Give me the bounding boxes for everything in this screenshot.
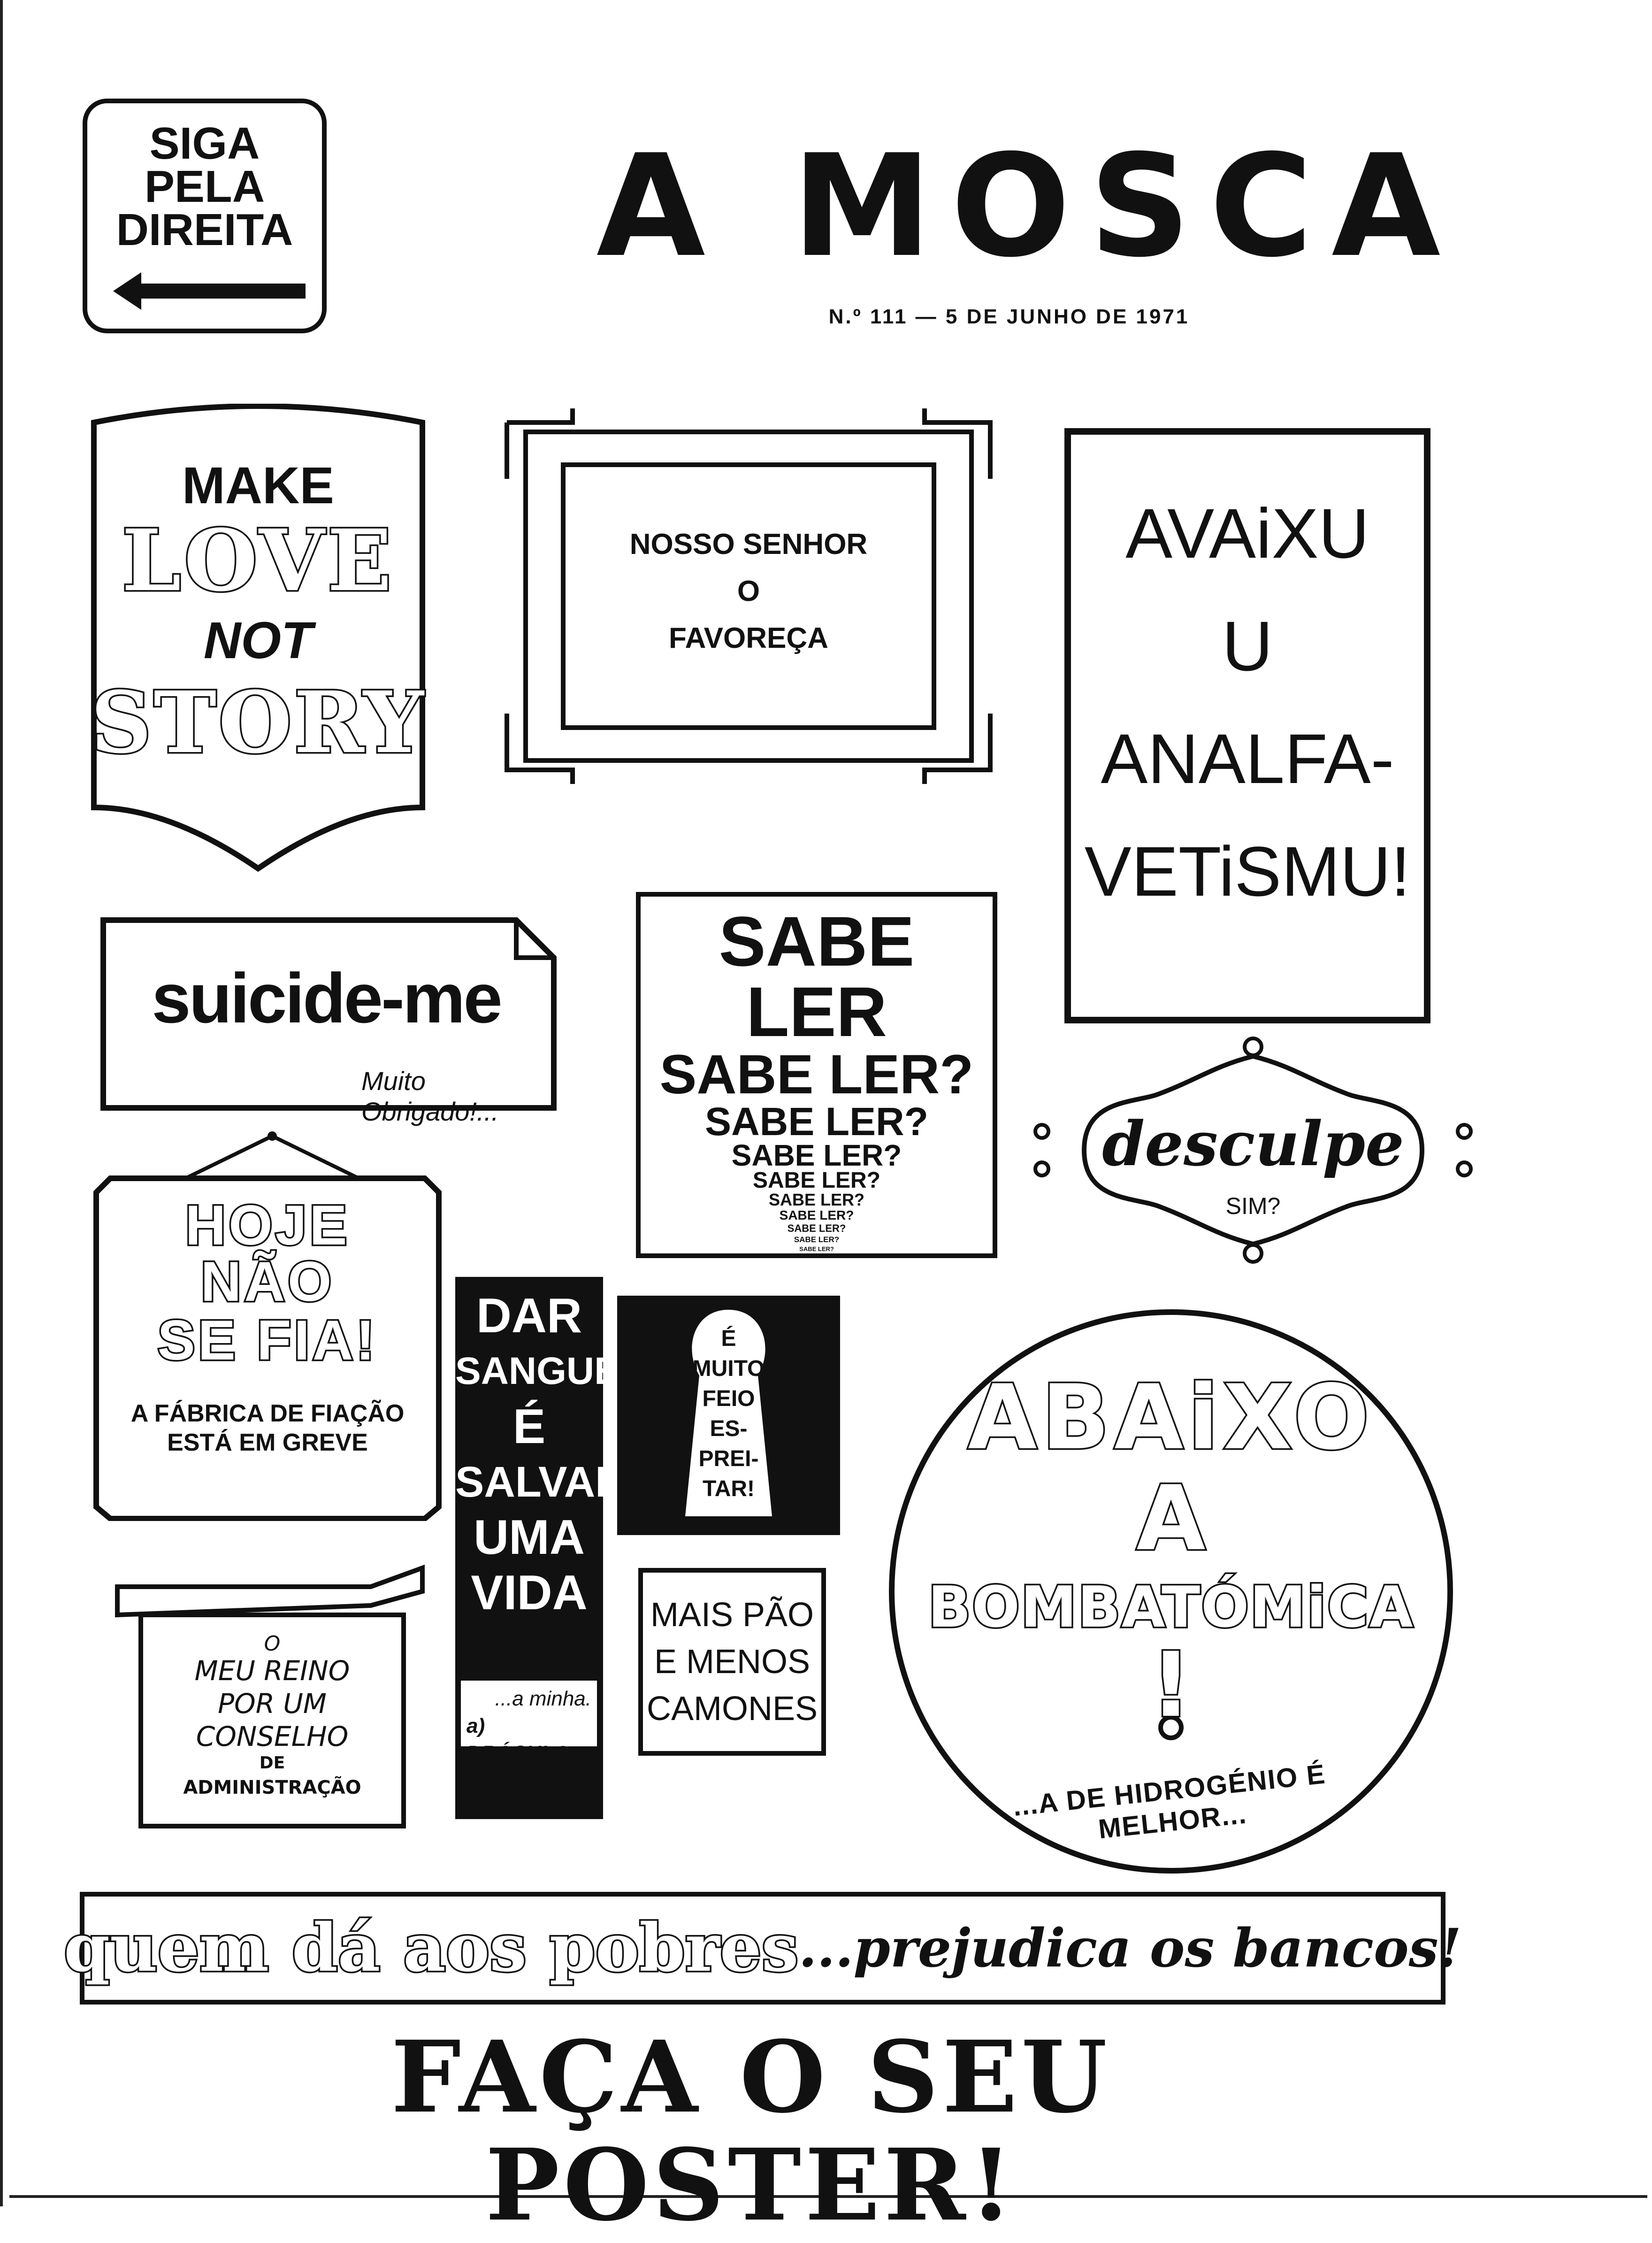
sign-desculpe: desculpe SIM? — [1028, 1033, 1478, 1267]
pao-line-2: E MENOS — [654, 1643, 811, 1681]
sabe-line-3: SABE LER? — [704, 1099, 929, 1144]
reino-line-5: DE — [259, 1753, 285, 1773]
avaixu-line-1: AVAiXU — [1125, 494, 1369, 573]
espreitar-line-6: TAR! — [702, 1476, 755, 1501]
sign-make-love: MAKE LOVE NOT STORY — [84, 404, 432, 873]
sabe-line-7: SABE LER? — [779, 1208, 854, 1222]
banner-quem-da-aos-pobres: quem dá aos pobres ...prejudica os banco… — [62, 1892, 1461, 2005]
story-text: STORY — [89, 673, 426, 772]
pao-line-3: CAMONES — [646, 1690, 818, 1728]
avaixu-line-2: U — [1222, 607, 1273, 685]
dar-line-5: UMA — [474, 1510, 585, 1565]
sabe-line-9: SABE LER? — [794, 1235, 840, 1244]
hoje-note-2: ESTÁ EM GREVE — [167, 1429, 368, 1456]
sabe-line-10: SABE LER? — [799, 1245, 834, 1252]
reino-line-6: ADMINISTRAÇÃO — [183, 1777, 361, 1798]
banner-left-text: quem dá aos pobres — [62, 1908, 800, 1989]
sign-dar-sangue: DAR SANGUE É SALVAR UMA VIDA ...a minha.… — [455, 1277, 627, 1819]
circle-frame — [889, 1309, 1453, 1874]
avaixu-line-4: VETiSMU! — [1084, 832, 1411, 911]
dar-sig-1: ...a minha. — [495, 1687, 591, 1710]
abaixo-mark: ! — [1149, 1633, 1193, 1737]
siga-line-3: DIREITA — [116, 205, 293, 255]
hoje-line-1: HOJE — [184, 1194, 350, 1257]
sign-sabe-ler: SABE LER SABE LER? SABE LER? SABE LER? S… — [636, 892, 997, 1258]
dar-line-1: DAR — [476, 1289, 582, 1343]
abaixo-line-2: A — [1135, 1467, 1207, 1570]
abaixo-line-1: ABAiXO — [966, 1364, 1374, 1471]
reino-line-1: O — [264, 1632, 281, 1656]
footer-headline: FAÇA O SEU POSTER! — [391, 2019, 1111, 2243]
reino-line-3: POR UM — [218, 1688, 327, 1720]
sign-mais-pao: MAIS PÃO E MENOS CAMONES — [638, 1568, 826, 1756]
left-page-edge — [0, 0, 3, 2206]
desculpe-text: desculpe — [1102, 1108, 1404, 1180]
espreitar-line-3: FEIO — [702, 1386, 755, 1411]
nosso-line-2: O — [737, 575, 760, 607]
scroll-frame — [1033, 1037, 1473, 1264]
avaixu-line-3: ANALFA- — [1101, 719, 1394, 798]
sign-abaixo-bombatomica: ABAiXO A BOMBATÓMiCA ! ...A DE HIDROGÉNI… — [882, 1305, 1460, 1878]
espreitar-line-1: É — [721, 1326, 736, 1351]
siga-line-1: SIGA — [149, 118, 260, 169]
sign-suicide-me: suicide-me Muito Obrigado!... — [99, 915, 558, 1126]
dar-line-6: VIDA — [471, 1566, 588, 1620]
nosso-line-1: NOSSO SENHOR — [629, 528, 868, 561]
sabe-line-6: SABE LER? — [768, 1190, 864, 1209]
espreitar-line-4: ES- — [710, 1416, 748, 1441]
masthead-title: A MOSCA — [596, 124, 1460, 288]
make-text: MAKE — [182, 457, 334, 515]
espreitar-line-5: PREI- — [698, 1446, 759, 1471]
not-text: NOT — [203, 612, 313, 669]
espreitar-line-2: MUITO — [692, 1356, 765, 1381]
hanging-frame — [93, 1131, 442, 1521]
sabe-line-5: SABE LER? — [752, 1168, 880, 1193]
hoje-note-1: A FÁBRICA DE FIAÇÃO — [130, 1400, 405, 1427]
sign-hoje-nao-se-fia: HOJE NÃO SE FIA! A FÁBRICA DE FIAÇÃO EST… — [92, 1131, 444, 1521]
hoje-line-3: SE FIA! — [156, 1308, 378, 1373]
banner-right-text: ...prejudica os bancos! — [798, 1917, 1461, 1979]
sign-meu-reino: O MEU REINO POR UM CONSELHO DE ADMINISTR… — [108, 1559, 432, 1836]
shield-frame — [91, 404, 425, 872]
bottom-rule — [9, 2195, 1647, 2198]
sabe-line-8: SABE LER? — [787, 1222, 846, 1234]
dar-sig-2: a) DRÁCULA — [467, 1714, 569, 1765]
reino-line-2: MEU REINO — [194, 1655, 350, 1687]
sign-siga-pela-direita: SIGA PELA DIREITA — [83, 99, 327, 333]
suicide-text: suicide-me — [152, 959, 503, 1037]
cross-frame — [505, 408, 993, 784]
siga-line-2: PELA — [144, 161, 265, 212]
keyhole-shape — [685, 1310, 772, 1516]
sabe-line-4: SABE LER? — [731, 1138, 902, 1172]
love-text: LOVE — [120, 511, 395, 610]
pao-line-1: MAIS PÃO — [650, 1596, 814, 1634]
sign-espreitar: É MUITO FEIO ES- PREI- TAR! — [617, 1296, 840, 1535]
arrow-left-icon — [113, 272, 306, 310]
sign-nosso-senhor: NOSSO SENHOR O FAVOREÇA — [502, 408, 995, 784]
abaixo-line-3: BOMBATÓMiCA — [926, 1574, 1415, 1642]
folded-card-frame — [100, 917, 557, 1111]
dar-signature-box: ...a minha. a) DRÁCULA — [461, 1681, 597, 1765]
trumpet-banner-frame — [115, 1564, 425, 1828]
dar-line-3: É — [512, 1399, 546, 1454]
dar-line-4: SALVAR — [455, 1458, 627, 1506]
sabe-line-1: SABE LER — [719, 902, 915, 1051]
dar-line-2: SANGUE — [455, 1350, 620, 1392]
issue-line: N.º 111 — 5 DE JUNHO DE 1971 — [828, 305, 1190, 328]
sign-avaixu: AVAiXU U ANALFA- VETiSMU! — [1064, 428, 1430, 1023]
desculpe-sub-text: SIM? — [1225, 1193, 1281, 1219]
suicide-sub-text: Muito Obrigado!... — [361, 1066, 499, 1126]
hoje-line-2: NÃO — [199, 1250, 335, 1313]
sabe-line-2: SABE LER? — [659, 1044, 974, 1106]
reino-line-4: CONSELHO — [196, 1721, 349, 1752]
nosso-line-3: FAVOREÇA — [669, 622, 828, 654]
